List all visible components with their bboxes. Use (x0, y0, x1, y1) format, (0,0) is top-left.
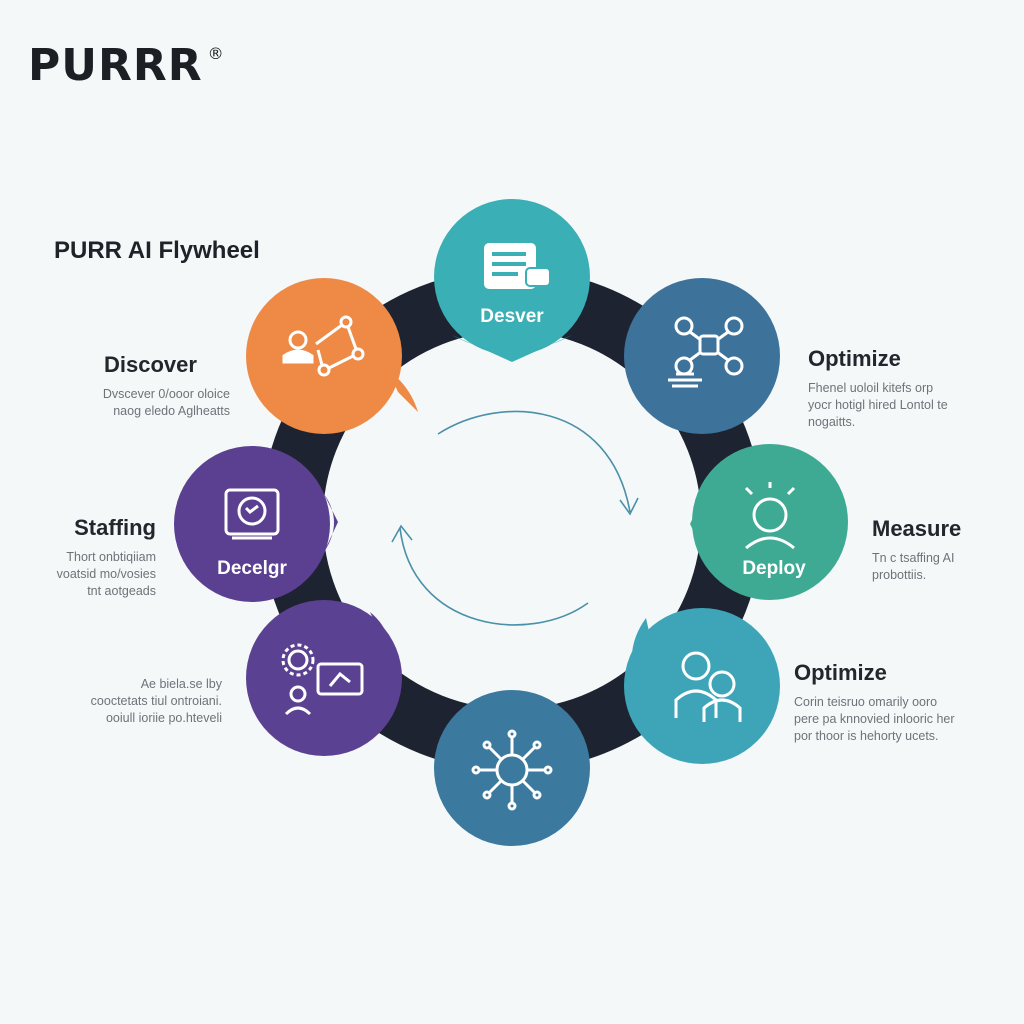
label-bottom-left-line: Ae biela.se lby (140, 677, 222, 691)
network-hub-icon (471, 729, 553, 811)
brand-logo-text: PURRR (28, 40, 203, 91)
label-discover: Discover Dvscever 0/ooor oloice naog ele… (80, 352, 230, 420)
label-discover-line: Dvscever 0/ooor oloice (102, 387, 230, 401)
registered-mark: ® (207, 44, 225, 63)
label-measure: Measure Tn c tsaffing AI probottiis. (872, 516, 1002, 584)
label-optimize-bottom: Optimize Corin teisruo omarily ooro pere… (794, 660, 994, 745)
person-network-icon (282, 315, 365, 377)
label-optimize-bottom-line: pere pa knnovied inlooric her (794, 712, 955, 726)
cycle-arrow-top-head (619, 497, 639, 516)
label-optimize-top-line: nogaitts. (808, 415, 856, 429)
cycle-arrow-bottom (399, 527, 589, 626)
label-optimize-bottom-line: por thoor is hehorty ucets. (794, 729, 939, 743)
node-bottom-left[interactable] (246, 600, 402, 756)
label-optimize-top-heading: Optimize (808, 346, 901, 371)
label-staffing-line: tnt aotgeads (87, 584, 156, 598)
node-top-label: Desver (480, 306, 544, 327)
label-optimize-top: Optimize Fhenel uoloil kitefs orp yocr h… (808, 346, 988, 431)
cycle-arrow-bottom-head (391, 524, 413, 543)
gear-person-presentation-icon (281, 643, 364, 716)
node-bottom[interactable] (434, 690, 590, 846)
node-top-right[interactable] (624, 278, 780, 434)
label-optimize-bottom-line: Corin teisruo omarily ooro (794, 695, 938, 709)
label-staffing-line: Thort onbtiqiiam (66, 550, 156, 564)
label-optimize-top-line: Fhenel uoloil kitefs orp (808, 381, 934, 395)
node-left[interactable]: Decelgr (174, 446, 338, 602)
label-bottom-left-line: ooiull ioriie po.hteveli (105, 711, 222, 725)
label-staffing-heading: Staffing (74, 515, 156, 540)
document-chat-icon (484, 243, 551, 289)
node-right[interactable]: Deploy (690, 444, 848, 600)
label-measure-heading: Measure (872, 516, 962, 541)
monitor-face-icon (224, 488, 280, 540)
node-top-left[interactable] (246, 278, 418, 434)
label-optimize-bottom-heading: Optimize (794, 660, 887, 685)
node-left-label: Decelgr (217, 558, 287, 579)
label-staffing-line: voatsid mo/vosies (56, 567, 156, 581)
label-discover-heading: Discover (104, 352, 197, 377)
cycle-arrow-top (437, 410, 631, 513)
label-bottom-left: Ae biela.se lby cooctetats tiul ontroian… (60, 676, 222, 727)
cycle-arrows (391, 410, 639, 626)
brand-logo: PURRR® (28, 44, 224, 88)
label-bottom-left-line: cooctetats tiul ontroiani. (90, 694, 222, 708)
label-discover-line: naog eledo Aglheatts (113, 404, 230, 418)
label-staffing: Staffing Thort onbtiqiiam voatsid mo/vos… (40, 515, 156, 600)
label-optimize-top-line: yocr hotigl hired Lontol te (808, 398, 948, 412)
node-bottom-right[interactable] (624, 608, 780, 764)
node-right-label: Deploy (742, 558, 806, 579)
people-icon (674, 651, 742, 722)
page-title: PURR AI Flywheel (54, 237, 260, 264)
label-measure-line: Tn c tsaffing AI (872, 551, 955, 565)
node-top[interactable]: Desver (434, 199, 590, 362)
lightbulb-person-icon (744, 482, 796, 550)
label-measure-line: probottiis. (872, 568, 927, 582)
drone-icon (668, 316, 744, 388)
